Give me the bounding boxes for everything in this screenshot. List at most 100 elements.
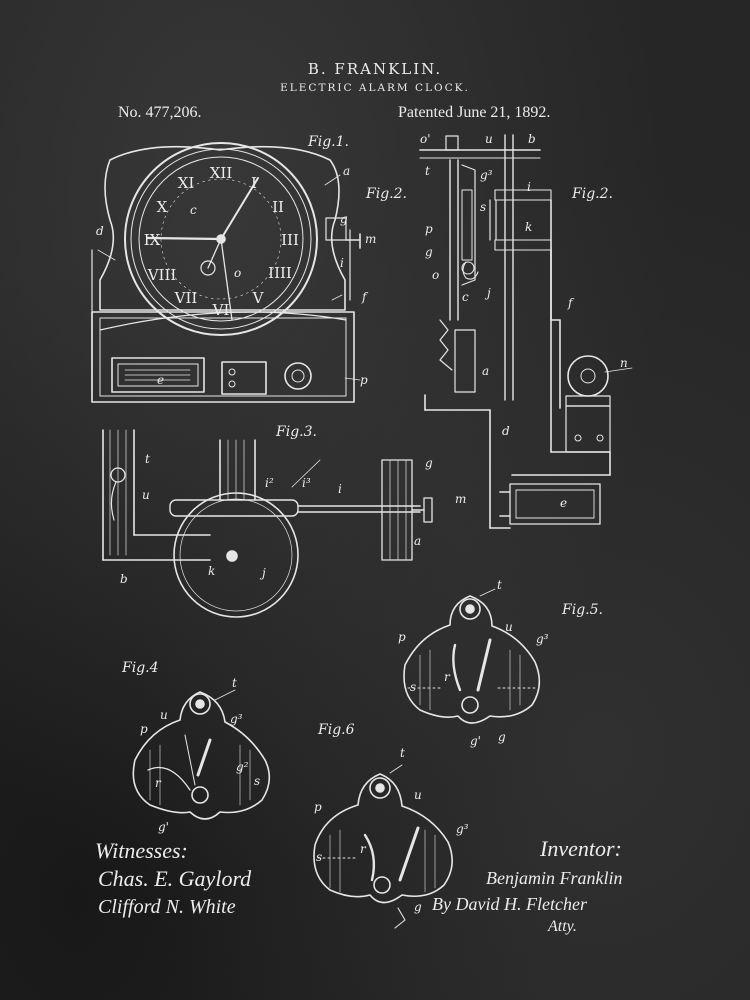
fig6-label-s: s	[316, 850, 323, 864]
fig1-label-o: o	[234, 266, 242, 280]
attorney-line: By David H. Fletcher	[432, 894, 587, 914]
svg-text:IIII: IIII	[268, 264, 292, 282]
fig3-label-k: k	[208, 564, 216, 578]
fig2-label-o1: o'	[420, 132, 431, 146]
fig3-label-i2: i²	[265, 476, 274, 490]
patent-inventor-header: B. FRANKLIN.	[307, 60, 443, 78]
fig2-label-n: n	[620, 356, 628, 370]
fig3-label-i: i	[338, 482, 342, 496]
svg-text:VI: VI	[212, 301, 230, 319]
fig1-label-i: i	[340, 256, 344, 270]
fig4-label-r: r	[155, 776, 161, 790]
fig2-label-g: g	[425, 245, 433, 259]
fig1-label-m: m	[365, 232, 377, 246]
fig2-label-p: p	[425, 222, 433, 236]
fig2-label-t: t	[425, 164, 430, 178]
fig2-label-k: k	[525, 220, 533, 234]
fig2-label-f: f	[568, 296, 573, 310]
fig6-label-g3: g³	[456, 822, 469, 836]
fig4-label-g1: g'	[158, 820, 169, 834]
svg-text:VIII: VIII	[147, 266, 177, 284]
patent-invention-title: ELECTRIC ALARM CLOCK.	[280, 82, 470, 94]
fig4-label-g2: g²	[236, 760, 249, 774]
fig4-label-g3: g³	[230, 712, 243, 726]
fig5-label-g3: g³	[536, 632, 549, 646]
patent-date: Patented June 21, 1892.	[398, 104, 551, 121]
witnesses-heading: Witnesses:	[95, 838, 188, 863]
svg-text:I: I	[251, 174, 257, 192]
fig6-label-t: t	[400, 746, 405, 760]
fig2-label-u: u	[485, 132, 493, 146]
fig3-label-b: b	[120, 572, 128, 586]
fig4-label-p: p	[140, 722, 148, 736]
fig2-label-d: d	[502, 424, 510, 438]
witness-signature-2: Clifford N. White	[98, 896, 236, 918]
svg-text:III: III	[281, 231, 299, 249]
fig2-label-c: c	[462, 290, 469, 304]
svg-text:II: II	[272, 198, 284, 216]
fig1-label-a: a	[343, 164, 351, 178]
fig3-label-j: j	[262, 566, 266, 580]
fig1-label-p: p	[360, 373, 368, 387]
fig4-label-s: s	[254, 774, 261, 788]
witness-signature-1: Chas. E. Gaylord	[98, 866, 252, 891]
fig2-label-e: e	[560, 496, 568, 510]
fig1-label-d: d	[96, 224, 104, 238]
fig1-title: Fig.1.	[308, 134, 349, 150]
fig2-label-a: a	[482, 364, 490, 378]
fig2-drawing	[420, 135, 610, 528]
fig5-label-s: s	[410, 680, 417, 694]
fig2-label-i: i	[527, 180, 531, 194]
label-leader-lines	[98, 175, 632, 773]
fig3-label-m: m	[455, 492, 467, 506]
fig1-label-f: f	[362, 290, 367, 304]
fig2-title-right: Fig.2.	[572, 186, 613, 202]
fig3-drawing	[103, 430, 432, 617]
fig2-label-o: o	[432, 268, 440, 282]
fig1-drawing	[92, 143, 360, 402]
fig1-label-e: e	[157, 373, 165, 387]
fig5-label-g1: g'	[470, 734, 481, 748]
inventor-signature: Benjamin Franklin	[486, 868, 623, 888]
svg-text:V: V	[252, 289, 265, 307]
svg-text:IX: IX	[144, 231, 161, 249]
fig4-label-t: t	[232, 676, 237, 690]
fig5-label-r: r	[444, 670, 450, 684]
fig3-label-u: u	[142, 488, 150, 502]
fig2-label-j: j	[487, 286, 491, 300]
fig6-label-u: u	[414, 788, 422, 802]
patent-number: No. 477,206.	[118, 104, 202, 121]
svg-text:VII: VII	[174, 289, 198, 307]
attorney-abbrev: Atty.	[548, 918, 577, 935]
fig6-label-g: g	[414, 900, 422, 914]
fig1-label-c: c	[190, 203, 197, 217]
fig5-drawing	[404, 596, 539, 723]
fig4-drawing	[133, 692, 269, 819]
fig6-label-p: p	[314, 800, 322, 814]
fig3-label-i3: i³	[302, 476, 311, 490]
svg-text:XI: XI	[178, 174, 195, 192]
fig4-label-u: u	[160, 708, 168, 722]
svg-text:XII: XII	[210, 164, 233, 182]
fig3-label-g: g	[425, 456, 433, 470]
fig5-label-g: g	[498, 730, 506, 744]
inventor-heading: Inventor:	[540, 836, 622, 861]
fig2-label-g3: g³	[480, 168, 493, 182]
fig3-title: Fig.3.	[276, 424, 317, 440]
fig5-label-u: u	[505, 620, 513, 634]
fig5-title: Fig.5.	[562, 602, 603, 618]
fig4-title: Fig.4	[122, 660, 159, 676]
fig5-label-p: p	[398, 630, 406, 644]
fig3-label-t: t	[145, 452, 150, 466]
fig3-label-a: a	[414, 534, 422, 548]
fig1-dial-numerals: XII I II III IIII V VI VII VIII IX X XI	[144, 164, 299, 319]
fig6-label-r: r	[360, 842, 366, 856]
fig1-label-g: g	[340, 212, 348, 226]
svg-text:X: X	[157, 198, 168, 216]
fig6-drawing	[314, 774, 452, 928]
fig2-label-s: s	[480, 200, 487, 214]
fig2-label-b: b	[528, 132, 536, 146]
fig5-label-t: t	[497, 578, 502, 592]
